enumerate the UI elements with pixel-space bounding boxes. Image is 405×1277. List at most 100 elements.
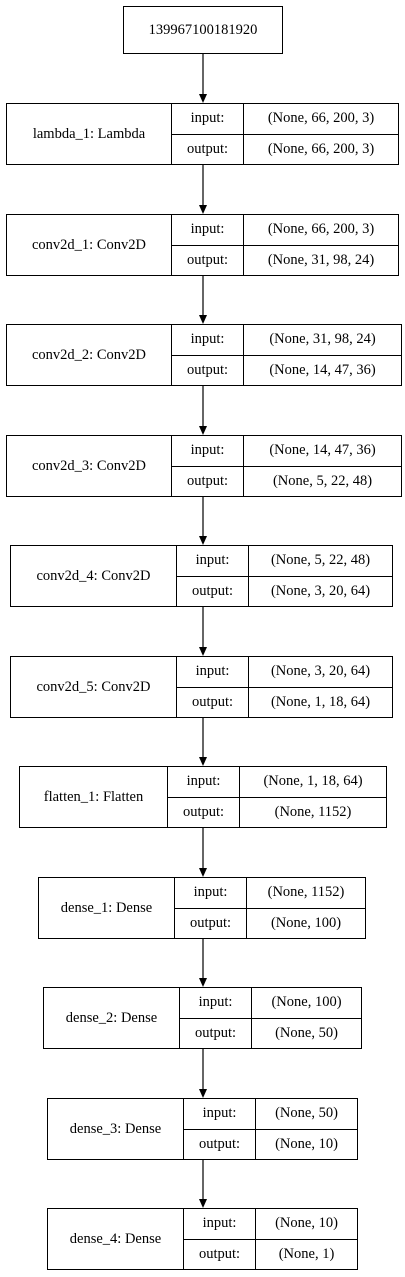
output-shape: (None, 10) xyxy=(275,1135,338,1152)
layer-node-dense-2: dense_2: Dense input: output: (None, 100… xyxy=(43,987,362,1049)
input-label: input: xyxy=(184,1099,255,1130)
edge-arrowhead xyxy=(199,868,207,877)
layer-node-conv2d-1: conv2d_1: Conv2D input: output: (None, 6… xyxy=(6,214,399,276)
root-node: 139967100181920 xyxy=(123,6,283,54)
input-shape: (None, 10) xyxy=(256,1209,357,1240)
input-shape: (None, 31, 98, 24) xyxy=(244,325,401,356)
io-value-column: (None, 66, 200, 3) (None, 31, 98, 24) xyxy=(244,215,398,275)
output-shape: (None, 3, 20, 64) xyxy=(270,582,371,599)
layer-node-dense-4: dense_4: Dense input: output: (None, 10)… xyxy=(47,1208,358,1270)
layer-name: dense_3: Dense xyxy=(48,1099,184,1159)
input-label: input: xyxy=(172,104,243,135)
io-value-column: (None, 3, 20, 64) (None, 1, 18, 64) xyxy=(249,657,392,717)
output-label: output: xyxy=(186,140,229,157)
output-label: output: xyxy=(186,361,229,378)
input-shape: (None, 5, 22, 48) xyxy=(249,546,392,577)
input-shape: (None, 14, 47, 36) xyxy=(244,436,401,467)
io-label-column: input: output: xyxy=(172,104,244,164)
input-shape: (None, 3, 20, 64) xyxy=(249,657,392,688)
output-label: output: xyxy=(198,1135,241,1152)
edge-arrowhead xyxy=(199,1089,207,1098)
layer-node-conv2d-2: conv2d_2: Conv2D input: output: (None, 3… xyxy=(6,324,402,386)
layer-name: lambda_1: Lambda xyxy=(7,104,172,164)
input-label: input: xyxy=(175,878,246,909)
layer-name: conv2d_2: Conv2D xyxy=(7,325,172,385)
io-value-column: (None, 14, 47, 36) (None, 5, 22, 48) xyxy=(244,436,401,496)
io-label-column: input: output: xyxy=(172,215,244,275)
layer-node-flatten-1: flatten_1: Flatten input: output: (None,… xyxy=(19,766,387,828)
io-label-column: input: output: xyxy=(172,436,244,496)
edge-arrowhead xyxy=(199,1199,207,1208)
edge-arrowhead xyxy=(199,978,207,987)
layer-node-dense-1: dense_1: Dense input: output: (None, 115… xyxy=(38,877,366,939)
layer-name: conv2d_5: Conv2D xyxy=(11,657,177,717)
io-label-column: input: output: xyxy=(184,1099,256,1159)
io-label-column: input: output: xyxy=(180,988,252,1048)
edge-arrowhead xyxy=(199,205,207,214)
output-shape: (None, 5, 22, 48) xyxy=(272,472,373,489)
edge-arrowhead xyxy=(199,426,207,435)
output-label: output: xyxy=(194,1024,237,1041)
edge-arrowhead xyxy=(199,94,207,103)
input-shape: (None, 66, 200, 3) xyxy=(244,104,398,135)
edge-arrowhead xyxy=(199,315,207,324)
edge-arrowhead xyxy=(199,757,207,766)
output-label: output: xyxy=(186,472,229,489)
layer-name: dense_2: Dense xyxy=(44,988,180,1048)
io-label-column: input: output: xyxy=(177,657,249,717)
input-label: input: xyxy=(172,215,243,246)
output-shape: (None, 1, 18, 64) xyxy=(270,693,371,710)
output-shape: (None, 50) xyxy=(275,1024,338,1041)
output-label: output: xyxy=(182,803,225,820)
input-shape: (None, 100) xyxy=(252,988,361,1019)
input-shape: (None, 50) xyxy=(256,1099,357,1130)
output-label: output: xyxy=(189,914,232,931)
input-shape: (None, 1, 18, 64) xyxy=(240,767,386,798)
input-shape: (None, 66, 200, 3) xyxy=(244,215,398,246)
layer-name: dense_1: Dense xyxy=(39,878,175,938)
output-shape: (None, 14, 47, 36) xyxy=(269,361,376,378)
output-label: output: xyxy=(186,251,229,268)
output-shape: (None, 66, 200, 3) xyxy=(267,140,375,157)
layer-name: dense_4: Dense xyxy=(48,1209,184,1269)
io-value-column: (None, 1, 18, 64) (None, 1152) xyxy=(240,767,386,827)
output-label: output: xyxy=(198,1245,241,1262)
input-shape: (None, 1152) xyxy=(247,878,365,909)
layer-node-dense-3: dense_3: Dense input: output: (None, 50)… xyxy=(47,1098,358,1160)
input-label: input: xyxy=(177,657,248,688)
edge-arrowhead xyxy=(199,536,207,545)
input-label: input: xyxy=(180,988,251,1019)
input-label: input: xyxy=(172,325,243,356)
layer-name: conv2d_3: Conv2D xyxy=(7,436,172,496)
io-label-column: input: output: xyxy=(172,325,244,385)
io-label-column: input: output: xyxy=(177,546,249,606)
edge-arrowhead xyxy=(199,647,207,656)
input-label: input: xyxy=(177,546,248,577)
layer-name: flatten_1: Flatten xyxy=(20,767,168,827)
root-node-label: 139967100181920 xyxy=(148,21,258,38)
io-label-column: input: output: xyxy=(175,878,247,938)
output-shape: (None, 31, 98, 24) xyxy=(267,251,375,268)
input-label: input: xyxy=(168,767,239,798)
layer-node-lambda-1: lambda_1: Lambda input: output: (None, 6… xyxy=(6,103,399,165)
input-label: input: xyxy=(172,436,243,467)
layer-name: conv2d_4: Conv2D xyxy=(11,546,177,606)
io-value-column: (None, 50) (None, 10) xyxy=(256,1099,357,1159)
io-label-column: input: output: xyxy=(184,1209,256,1269)
output-shape: (None, 1) xyxy=(278,1245,335,1262)
io-value-column: (None, 31, 98, 24) (None, 14, 47, 36) xyxy=(244,325,401,385)
output-shape: (None, 1152) xyxy=(274,803,352,820)
layer-name: conv2d_1: Conv2D xyxy=(7,215,172,275)
io-value-column: (None, 66, 200, 3) (None, 66, 200, 3) xyxy=(244,104,398,164)
output-label: output: xyxy=(191,582,234,599)
io-value-column: (None, 1152) (None, 100) xyxy=(247,878,365,938)
io-value-column: (None, 100) (None, 50) xyxy=(252,988,361,1048)
io-value-column: (None, 5, 22, 48) (None, 3, 20, 64) xyxy=(249,546,392,606)
io-label-column: input: output: xyxy=(168,767,240,827)
input-label: input: xyxy=(184,1209,255,1240)
output-shape: (None, 100) xyxy=(270,914,342,931)
layer-node-conv2d-5: conv2d_5: Conv2D input: output: (None, 3… xyxy=(10,656,393,718)
layer-node-conv2d-3: conv2d_3: Conv2D input: output: (None, 1… xyxy=(6,435,402,497)
